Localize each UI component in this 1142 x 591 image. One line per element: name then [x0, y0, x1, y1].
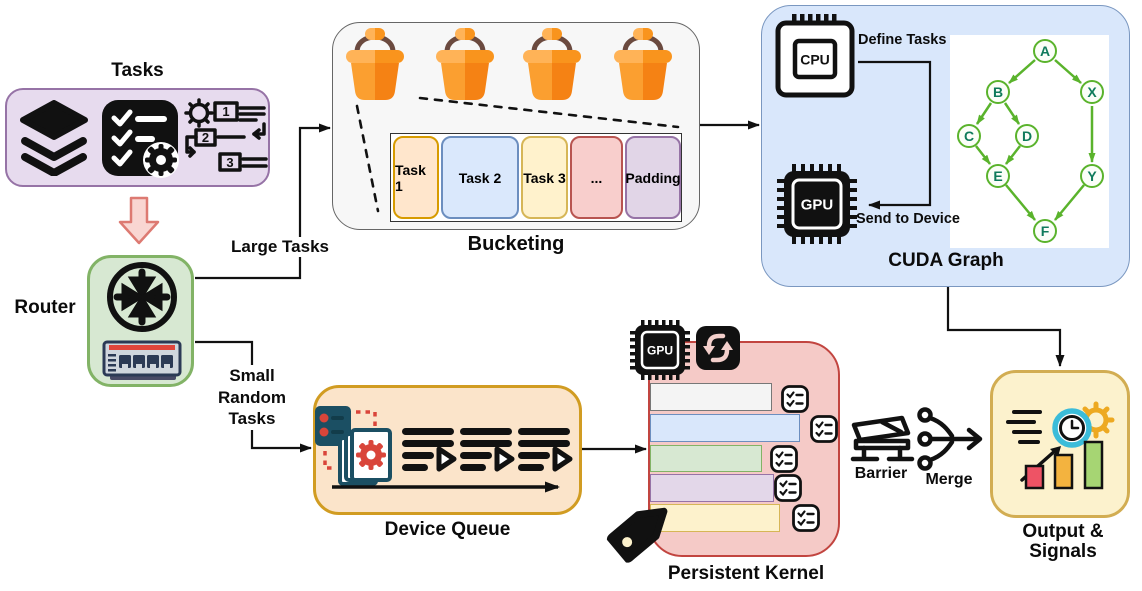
dag-edges: [975, 59, 1096, 221]
task-list-icon: [781, 385, 809, 413]
scheduler-icon: [315, 406, 392, 486]
output-signals-title: Output &Signals: [1022, 521, 1104, 562]
cuda-graph-title: CUDA Graph: [888, 250, 1004, 271]
task-segment: Task 1: [393, 136, 439, 219]
bucket-task-row: Task 1 Task 2 Task 3 ... Padding: [390, 133, 682, 222]
task-list-icon: [792, 504, 820, 532]
numbered-workflow-icon: 1 2 3: [184, 98, 268, 172]
down-arrow-icon: [118, 196, 160, 245]
svg-text:2: 2: [202, 130, 209, 145]
gpu-label: GPU: [647, 344, 673, 358]
dag-node: D: [1015, 124, 1039, 148]
output-signals-panel: [990, 370, 1130, 518]
bucketing-title: Bucketing: [467, 233, 565, 255]
kernel-task-bar: [650, 383, 772, 411]
dag-node: X: [1080, 80, 1104, 104]
task-segment: Task 2: [441, 136, 519, 219]
network-switch-icon: [102, 340, 182, 380]
gpu-chip-icon: GPU: [630, 320, 690, 380]
bucket-icon: [436, 28, 494, 100]
tasks-title: Tasks: [111, 60, 164, 81]
task-segment: Task 3: [521, 136, 568, 219]
task-list-icon: [810, 415, 838, 443]
layers-icon: [20, 100, 88, 176]
play-queue-icon: [460, 428, 515, 472]
bucket-icon: [346, 28, 404, 100]
svg-text:3: 3: [226, 155, 233, 170]
sync-icon: [696, 326, 740, 370]
dag-node: C: [957, 124, 981, 148]
device-queue-title: Device Queue: [384, 519, 511, 540]
persistent-kernel-title: Persistent Kernel: [667, 563, 825, 584]
play-queue-icon: [402, 428, 457, 472]
dag-node: B: [986, 80, 1010, 104]
dag-node: A: [1033, 39, 1057, 63]
large-tasks-label: Large Tasks: [204, 237, 356, 257]
barrier-icon: [850, 415, 915, 462]
merge-label: Merge: [925, 471, 973, 488]
merge-icon: [917, 407, 983, 471]
router-label: Router: [14, 297, 76, 318]
checklist-gear-icon: [102, 100, 179, 178]
gpu-chip-icon: GPU: [777, 164, 857, 244]
dag-node: E: [986, 164, 1010, 188]
kernel-task-bar: [650, 445, 762, 472]
router-arrows-icon: [107, 262, 177, 332]
cpu-chip-icon: CPU: [775, 14, 855, 98]
task-segment: ...: [570, 136, 623, 219]
task-list-icon: [770, 445, 798, 473]
gpu-label: GPU: [801, 197, 834, 214]
play-queue-icon: [518, 428, 573, 472]
define-tasks-label: Define Tasks: [858, 32, 947, 48]
dag-node: Y: [1080, 164, 1104, 188]
kernel-task-bar: [650, 414, 800, 442]
kernel-task-bar: [650, 504, 780, 532]
kernel-task-bar: [650, 474, 774, 502]
barrier-label: Barrier: [854, 465, 908, 482]
bucket-icon: [614, 28, 672, 100]
svg-text:1: 1: [222, 104, 229, 119]
dag-node: F: [1033, 219, 1057, 243]
cpu-label: CPU: [800, 52, 830, 68]
task-list-icon: [774, 474, 802, 502]
bucket-icon: [523, 28, 581, 100]
send-to-device-label: Send to Device: [856, 211, 960, 227]
task-segment: Padding: [625, 136, 681, 219]
performance-output-icon: [1006, 401, 1115, 490]
tag-icon: [606, 507, 668, 563]
